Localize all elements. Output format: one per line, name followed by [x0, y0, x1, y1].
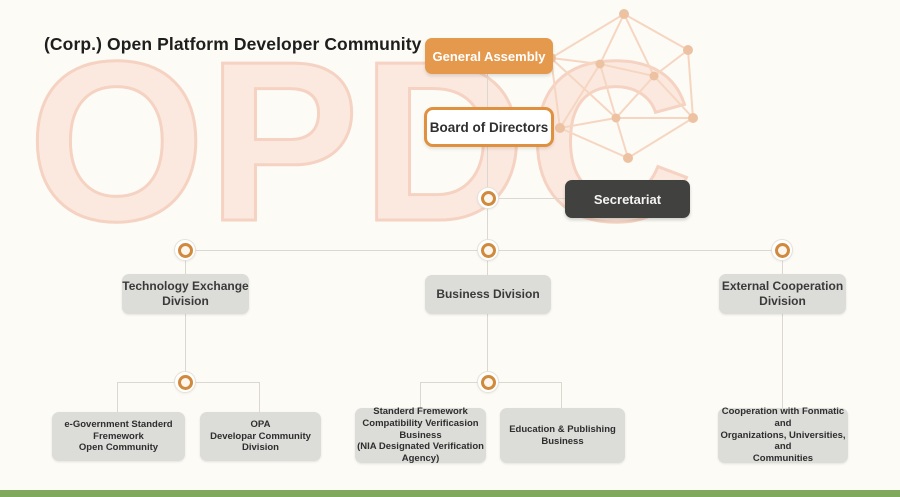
- external-cooperation-division-box: External Cooperation Division: [719, 274, 846, 314]
- sub-box-line: OPA: [250, 418, 271, 430]
- connector-line: [782, 314, 783, 412]
- connector-node: [477, 371, 499, 393]
- sub-box-line: Open Community: [78, 442, 159, 454]
- standard-framework-verification-box: Standerd Fremework Compatibility Verific…: [355, 406, 486, 465]
- connector-line: [488, 198, 566, 199]
- connector-node: [771, 239, 793, 261]
- connector-line: [185, 314, 186, 382]
- division-label-line: Division: [759, 294, 806, 308]
- connector-node: [174, 239, 196, 261]
- division-label-line: External Cooperation: [721, 279, 844, 293]
- connector-node: [174, 371, 196, 393]
- sub-box-line: (NIA Designated Verification Agency): [357, 441, 484, 465]
- connector-line: [487, 250, 488, 275]
- division-label-line: Technology Exchange: [122, 279, 249, 293]
- connector-line: [782, 250, 783, 274]
- connector-line: [185, 250, 186, 274]
- footer-accent-bar: [0, 490, 900, 497]
- sub-box-line: Organizations, Universities, and: [720, 429, 846, 453]
- division-label-line: Division: [162, 294, 209, 308]
- connector-line: [487, 74, 488, 108]
- business-division-box: Business Division: [425, 275, 551, 314]
- connector-node: [477, 187, 499, 209]
- network-polyhedron-icon: [546, 9, 698, 163]
- board-of-directors-label: Board of Directors: [429, 119, 549, 135]
- connector-line: [259, 382, 260, 412]
- sub-box-line: Standerd Fremework: [373, 406, 468, 418]
- general-assembly-label: General Assembly: [432, 48, 546, 64]
- page-title: (Corp.) Open Platform Developer Communit…: [44, 34, 422, 54]
- technology-exchange-division-box: Technology Exchange Division: [122, 274, 249, 314]
- sub-box-line: Communities: [752, 453, 814, 465]
- connector-line: [561, 382, 562, 408]
- general-assembly-box: General Assembly: [425, 38, 553, 74]
- connector-line: [487, 314, 488, 382]
- education-publishing-box: Education & Publishing Business: [500, 408, 625, 463]
- opa-developer-community-box: OPA Developar Community Division: [200, 412, 321, 461]
- opdc-watermark: OPDC: [27, 15, 695, 269]
- connector-line: [117, 382, 118, 412]
- cooperation-formatic-box: Cooperation with Fonmatic and Organizati…: [718, 406, 848, 465]
- secretariat-label: Secretariat: [593, 191, 662, 207]
- sub-box-line: e-Government Standerd Fremework: [64, 418, 173, 442]
- connector-node: [477, 239, 499, 261]
- connector-line: [420, 382, 421, 408]
- sub-box-line: Education & Publishing Business: [509, 423, 616, 447]
- division-label-line: Business Division: [436, 287, 540, 301]
- sub-box-line: Developar Community Division: [210, 430, 311, 454]
- secretariat-box: Secretariat: [565, 180, 690, 218]
- sub-box-line: Compatibility Verificasion Business: [362, 417, 479, 441]
- board-of-directors-box: Board of Directors: [424, 107, 554, 147]
- sub-box-line: Cooperation with Fonmatic and: [721, 406, 845, 429]
- egov-standard-framework-box: e-Government Standerd Fremework Open Com…: [52, 412, 185, 461]
